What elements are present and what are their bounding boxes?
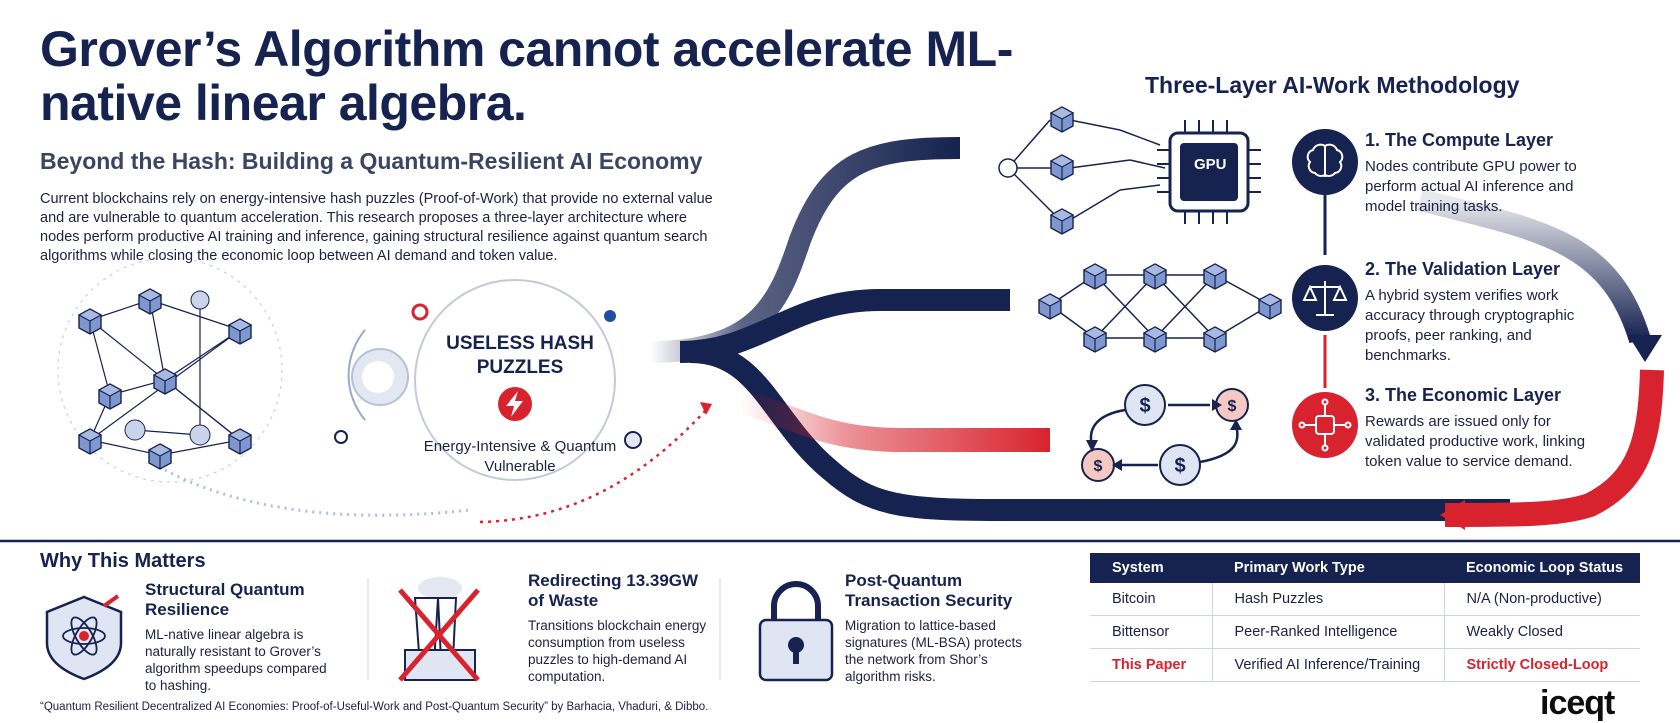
circuit-icon: [1298, 398, 1352, 452]
table-cell: This Paper: [1090, 648, 1213, 682]
table-cell: Strictly Closed-Loop: [1444, 648, 1640, 682]
card-title: Structural Quantum Resilience: [145, 580, 305, 619]
card-text: Transitions blockchain energy consumptio…: [528, 618, 707, 684]
table-cell: Weakly Closed: [1444, 615, 1640, 649]
card-title: Redirecting 13.39GW of Waste: [528, 571, 699, 610]
economic-layer: 3. The Economic Layer Rewards are issued…: [1365, 385, 1615, 472]
table-cell: N/A (Non-productive): [1444, 583, 1640, 616]
card-text: Migration to lattice-based signatures (M…: [845, 618, 1023, 684]
card-post-quantum-security: Post-Quantum Transaction Security Migrat…: [845, 571, 1025, 685]
methodology-title: Three-Layer AI-Work Methodology: [1145, 72, 1520, 98]
economic-layer-text: Rewards are issued only for validated pr…: [1365, 413, 1586, 470]
compute-layer: 1. The Compute Layer Nodes contribute GP…: [1365, 130, 1615, 217]
hash-puzzle-title: USELESS HASH PUZZLES: [446, 333, 594, 378]
table-row: Bittensor Peer-Ranked Intelligence Weakl…: [1090, 615, 1640, 649]
validation-layer: 2. The Validation Layer A hybrid system …: [1365, 259, 1615, 366]
table-cell: Bitcoin: [1090, 583, 1213, 616]
gpu-chip: [1157, 120, 1261, 224]
card-title: Post-Quantum Transaction Security: [845, 571, 1013, 610]
svg-text:$: $: [1139, 395, 1150, 417]
table-cell: Bittensor: [1090, 615, 1213, 649]
table-cell: Peer-Ranked Intelligence: [1212, 615, 1445, 649]
padlock-icon: [758, 581, 834, 682]
table-header: Economic Loop Status: [1444, 553, 1640, 583]
economic-layer-title: 3. The Economic Layer: [1365, 385, 1562, 405]
table-cell: Verified AI Inference/Training: [1212, 648, 1445, 682]
brand-logo: iceqt: [1540, 684, 1615, 722]
table-header: Primary Work Type: [1212, 553, 1444, 583]
comparison-table: System Primary Work Type Economic Loop S…: [1090, 553, 1640, 682]
svg-text:$: $: [1174, 455, 1185, 477]
economic-coins-graphic: $ $ $ $: [1081, 384, 1249, 486]
atom-shield-icon: [45, 594, 123, 681]
table-header: System: [1090, 553, 1212, 583]
page-title: Grover’s Algorithm cannot accelerate ML-…: [40, 21, 1013, 131]
page-subtitle: Beyond the Hash: Building a Quantum-Resi…: [40, 148, 703, 174]
svg-text:$: $: [1094, 458, 1103, 475]
why-title: Why This Matters: [40, 550, 206, 572]
scales-icon: [1302, 281, 1348, 316]
table-cell: Hash Puzzles: [1212, 583, 1445, 616]
svg-text:$: $: [1228, 398, 1237, 415]
card-redirecting-waste: Redirecting 13.39GW of Waste Transitions…: [528, 571, 708, 685]
network-nodes: [78, 288, 252, 470]
crossed-factory-icon: [398, 577, 480, 682]
validation-layer-text: A hybrid system verifies work accuracy t…: [1365, 287, 1575, 364]
table-row: Bitcoin Hash Puzzles N/A (Non-productive…: [1090, 583, 1640, 616]
brain-icon: [1306, 143, 1344, 177]
intro-paragraph: Current blockchains rely on energy-inten…: [40, 191, 713, 264]
table-row-highlighted: This Paper Verified AI Inference/Trainin…: [1090, 648, 1640, 682]
compute-layer-title: 1. The Compute Layer: [1365, 130, 1554, 150]
compute-layer-text: Nodes contribute GPU power to perform ac…: [1365, 158, 1577, 215]
table-header-row: System Primary Work Type Economic Loop S…: [1090, 553, 1640, 583]
card-quantum-resilience: Structural Quantum Resilience ML-native …: [145, 580, 335, 694]
validation-layer-title: 2. The Validation Layer: [1365, 259, 1561, 279]
flow-bands: [649, 137, 1664, 530]
hash-puzzle-graphic: [334, 279, 642, 481]
compute-network-graphic: [998, 119, 1166, 221]
citation: “Quantum Resilient Decentralized AI Econ…: [40, 701, 709, 713]
card-text: ML-native linear algebra is naturally re…: [145, 627, 327, 693]
layer-timeline: [1292, 129, 1358, 458]
hash-puzzle-caption: Energy-Intensive & Quantum Vulnerable: [423, 438, 617, 475]
gpu-label: GPU: [1194, 156, 1227, 173]
